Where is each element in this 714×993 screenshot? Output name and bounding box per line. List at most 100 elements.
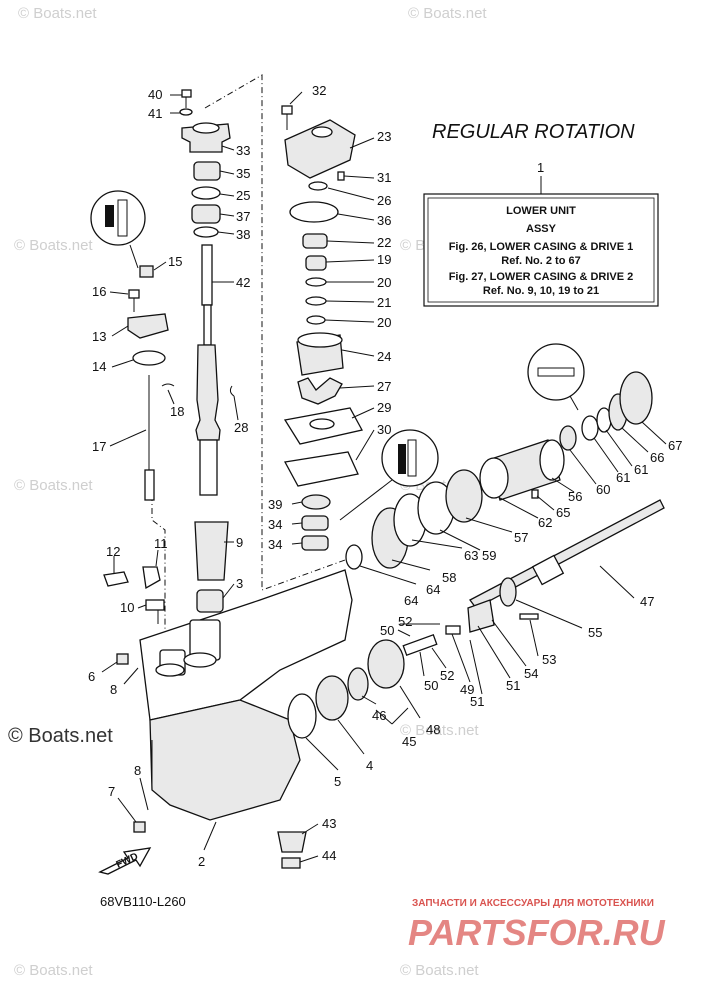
shaft-mid: [203, 304, 212, 346]
callout-10: 10: [120, 600, 134, 615]
callout-34a: 34: [268, 517, 282, 532]
seal-part-34a: [301, 515, 329, 531]
legend-ref-number: 1: [537, 160, 544, 175]
legend-line-1: LOWER UNIT: [506, 205, 576, 217]
callout-49: 49: [460, 682, 474, 697]
callout-59: 59: [482, 548, 496, 563]
assembly-boundary: [151, 74, 346, 690]
callout-45: 45: [402, 734, 416, 749]
part-19: [305, 255, 327, 271]
bearing-part-3: [196, 589, 224, 613]
callout-labels: 40 41 32 23 33 31 26 35 36 25 37 38 22 1…: [88, 83, 682, 869]
callout-53: 53: [542, 652, 556, 667]
boats-watermark: © Boats.net: [400, 722, 479, 739]
legend-box: 1 LOWER UNIT ASSY Fig. 26, LOWER CASING …: [423, 160, 659, 307]
callout-63: 63: [464, 548, 478, 563]
legend-line-3: Fig. 26, LOWER CASING & DRIVE 1: [449, 241, 634, 253]
part-60: [559, 425, 577, 451]
legend-line-4: Ref. No. 2 to 67: [501, 255, 580, 267]
callout-30: 30: [377, 422, 391, 437]
boats-watermark: © Boats.net: [14, 237, 93, 254]
part-22: [302, 233, 328, 249]
callout-52a: 52: [398, 614, 412, 629]
spring-part-49: [445, 625, 461, 635]
bolt-part-40: [181, 89, 192, 98]
part-7: [133, 821, 146, 833]
callout-26: 26: [377, 193, 391, 208]
callout-3: 3: [236, 576, 243, 591]
bearing-part-4: [315, 675, 349, 721]
callout-67: 67: [668, 438, 682, 453]
part-39: [301, 494, 331, 510]
callout-4: 4: [366, 758, 373, 773]
washer-part-41: [179, 108, 193, 116]
main-boats-watermark: © Boats.net: [8, 725, 113, 747]
callout-33: 33: [236, 143, 250, 158]
callout-8a: 8: [110, 682, 117, 697]
callout-19: 19: [377, 252, 391, 267]
callout-28: 28: [234, 420, 248, 435]
boats-watermark: © Boats.net: [400, 962, 479, 979]
callout-41: 41: [148, 106, 162, 121]
washer-part-36: [191, 186, 221, 200]
nut-part-44: [281, 857, 301, 869]
callout-50b: 50: [424, 678, 438, 693]
callout-5: 5: [334, 774, 341, 789]
callout-61a: 61: [616, 470, 630, 485]
callout-27: 27: [377, 379, 391, 394]
impeller-part-27: [297, 377, 343, 405]
legend-line-2: ASSY: [526, 223, 557, 235]
callout-32: 32: [312, 83, 326, 98]
callout-38: 38: [236, 227, 250, 242]
callout-44: 44: [322, 848, 336, 863]
callout-54: 54: [524, 666, 538, 681]
callout-16: 16: [92, 284, 106, 299]
callout-57: 57: [514, 530, 528, 545]
callout-42: 42: [236, 275, 250, 290]
callout-8b: 8: [134, 763, 141, 778]
callout-31: 31: [377, 170, 391, 185]
boats-watermark: © Boats.net: [14, 962, 93, 979]
part-61a: [581, 415, 599, 441]
sleeve-part-9: [194, 521, 229, 581]
callout-34b: 34: [268, 537, 282, 552]
clip-part-18: [161, 383, 175, 387]
seal-part-37: [191, 204, 221, 224]
callout-37: 37: [236, 209, 250, 224]
washer-part-20b: [306, 315, 326, 325]
callout-15: 15: [168, 254, 182, 269]
bearing-part-57: [445, 469, 483, 523]
gear-part-48: [367, 639, 405, 689]
fwd-arrow: FWD: [98, 847, 152, 875]
callout-9: 9: [236, 535, 243, 550]
callout-13: 13: [92, 329, 106, 344]
callout-23: 23: [377, 129, 391, 144]
part-6: [116, 653, 129, 665]
o-ring-part-25: [289, 201, 339, 223]
water-pump-group: [281, 105, 439, 551]
drive-shaft-part-42: [195, 344, 221, 441]
callout-11: 11: [154, 536, 168, 551]
leader-lines: [101, 91, 667, 863]
ring-part-5: [287, 693, 317, 739]
nut-part-15: [139, 265, 154, 278]
callout-50a: 50: [380, 623, 394, 638]
callout-36: 25: [236, 188, 250, 203]
pin-part-55: [519, 613, 539, 620]
callout-52b: 52: [440, 668, 454, 683]
housing-part-33: [181, 123, 231, 153]
part-64: [345, 544, 363, 570]
logo-tagline: ЗАПЧАСТИ И АКСЕССУАРЫ ДЛЯ МОТОТЕХНИКИ: [412, 898, 654, 909]
legend-line-5: Fig. 27, LOWER CASING & DRIVE 2: [449, 271, 634, 283]
callout-12: 12: [106, 544, 120, 559]
callout-39: 39: [268, 497, 282, 512]
callout-2: 2: [198, 854, 205, 869]
part-12: [103, 571, 129, 587]
callout-48: 48: [426, 722, 440, 737]
callout-65: 65: [556, 505, 570, 520]
callout-56: 56: [568, 489, 582, 504]
diagram-title: REGULAR ROTATION: [432, 121, 635, 143]
fwd-label: FWD: [115, 851, 140, 871]
shaft-part-50: [402, 633, 438, 657]
